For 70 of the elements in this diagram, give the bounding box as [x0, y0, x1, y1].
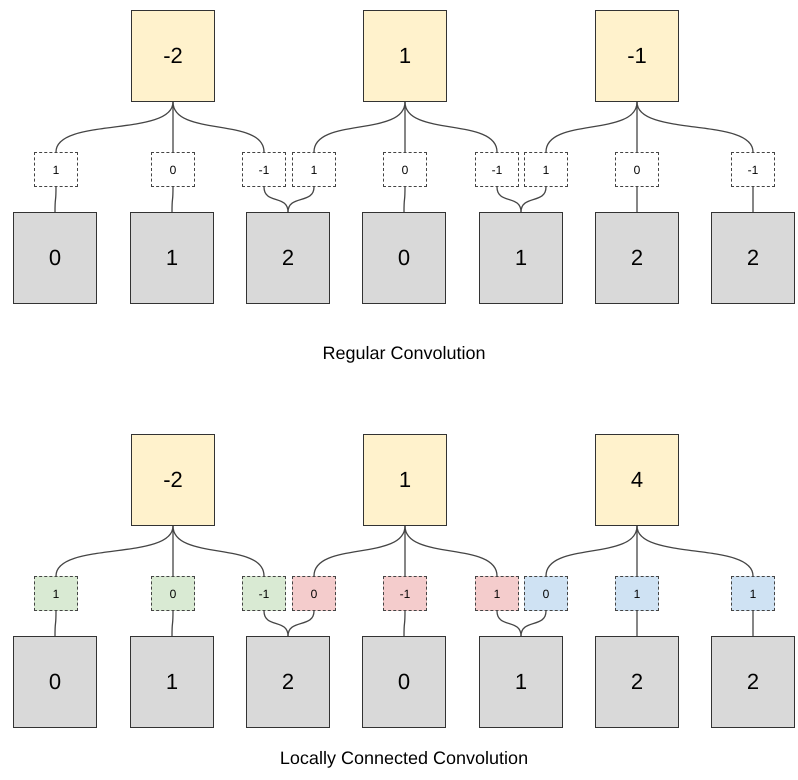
connector-line: [752, 611, 754, 636]
connector-line: [404, 526, 498, 576]
connector-line: [172, 102, 265, 152]
input-box: 0: [362, 636, 446, 728]
weight-box: 1: [292, 152, 336, 187]
connector-line: [54, 611, 57, 636]
weight-box: 1: [731, 576, 775, 611]
weight-box: 1: [524, 152, 568, 187]
input-box: 2: [246, 636, 330, 728]
weight-box: 0: [615, 152, 659, 187]
input-box: 2: [246, 212, 330, 304]
connector-line: [404, 102, 498, 152]
connector-line: [520, 610, 547, 636]
input-box: 2: [595, 212, 679, 304]
connector-line: [54, 187, 57, 212]
input-box: 0: [13, 212, 97, 304]
output-box: -1: [595, 10, 679, 102]
connector-line: [263, 186, 289, 212]
connector-line: [55, 526, 174, 576]
input-box: 2: [711, 636, 795, 728]
input-box: 1: [479, 636, 563, 728]
weight-box: 0: [292, 576, 336, 611]
connector-line: [752, 187, 754, 212]
weight-box: 1: [475, 576, 519, 611]
connector-line: [171, 611, 174, 636]
input-box: 0: [362, 212, 446, 304]
output-box: 1: [363, 434, 447, 526]
weight-box: 0: [151, 152, 195, 187]
connector-line: [55, 102, 174, 152]
connector-line: [171, 187, 174, 212]
connector-line: [263, 610, 289, 636]
input-box: 1: [130, 212, 214, 304]
connector-line: [403, 187, 406, 212]
output-box: 1: [363, 10, 447, 102]
input-box: 1: [479, 212, 563, 304]
weight-box: 0: [383, 152, 427, 187]
connector-line: [636, 102, 754, 152]
weight-box: 1: [615, 576, 659, 611]
connector-line: [545, 102, 638, 152]
connector-line: [636, 526, 754, 576]
weight-box: 0: [524, 576, 568, 611]
weight-box: 1: [34, 152, 78, 187]
output-box: -2: [131, 434, 215, 526]
output-box: -2: [131, 10, 215, 102]
connector-line: [520, 186, 547, 212]
input-box: 2: [711, 212, 795, 304]
output-box: 4: [595, 434, 679, 526]
connector-line: [636, 611, 638, 636]
weight-box: -1: [242, 152, 286, 187]
connector-line: [287, 186, 315, 212]
connector-line: [313, 526, 406, 576]
connector-line: [545, 526, 638, 576]
connector-line: [172, 526, 265, 576]
input-box: 0: [13, 636, 97, 728]
connector-line: [496, 186, 522, 212]
connector-line: [636, 187, 638, 212]
connector-line: [313, 102, 406, 152]
connector-line: [287, 610, 315, 636]
weight-box: 1: [34, 576, 78, 611]
panel-caption: Locally Connected Convolution: [280, 748, 528, 769]
weight-box: -1: [242, 576, 286, 611]
input-box: 2: [595, 636, 679, 728]
weight-box: -1: [731, 152, 775, 187]
connector-line: [403, 611, 406, 636]
input-box: 1: [130, 636, 214, 728]
connector-line: [496, 610, 522, 636]
weight-box: -1: [475, 152, 519, 187]
panel-caption: Regular Convolution: [322, 343, 486, 364]
weight-box: 0: [151, 576, 195, 611]
weight-box: -1: [383, 576, 427, 611]
